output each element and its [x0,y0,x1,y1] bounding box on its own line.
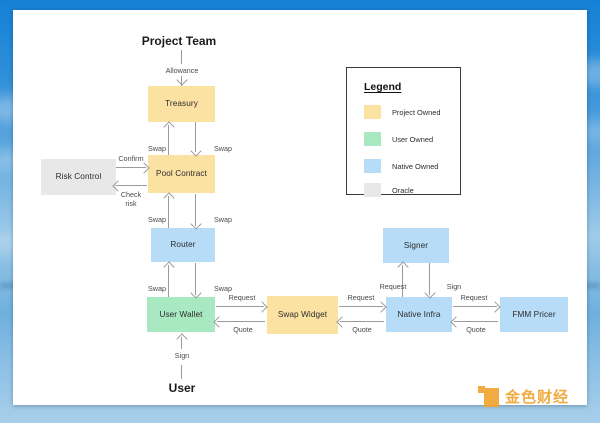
edge-signer-sign-line [429,263,430,295]
arrowhead-pricer-request-right [489,301,501,313]
edge-label-swap-treasury-down: Swap [214,144,232,153]
node-risk-control-label: Risk Control [55,172,102,182]
node-signer-label: Signer [403,240,429,250]
edge-label-request-wallet: Request [228,293,256,302]
legend-item-user-owned: User Owned [364,132,433,146]
edge-label-quote-pricer: Quote [466,325,486,334]
edge-pricer-request-line [453,306,497,307]
edge-label-swap-wallet-down: Swap [214,284,232,293]
edge-confirm-line [116,167,146,168]
legend-swatch-oracle [364,183,381,197]
edge-wallet-request-line [216,306,264,307]
edge-label-request-pricer: Request [460,293,488,302]
legend-label-project-owned: Project Owned [392,107,441,117]
legend-swatch-project-owned [364,105,381,119]
edge-infra-quote-line [340,321,384,322]
node-treasury-label: Treasury [165,99,198,109]
arrowhead-widget-request-right [375,301,387,313]
node-swap-widget[interactable]: Swap Widget [267,296,338,334]
legend-swatch-user-owned [364,132,381,146]
label-project-team: Project Team [141,34,217,48]
legend-item-project-owned: Project Owned [364,105,440,119]
node-pool-contract[interactable]: Pool Contract [148,155,215,193]
node-router-label: Router [170,240,196,250]
legend-label-oracle: Oracle [392,185,414,195]
node-user-wallet-label: User Wallet [159,309,203,319]
edge-wallet-swap-down-line [195,263,196,295]
edge-label-swap-router-down: Swap [214,215,232,224]
edge-signer-request-line [402,265,403,297]
legend-swatch-native-owned [364,159,381,173]
legend-label-user-owned: User Owned [392,134,434,144]
node-native-infra-label: Native Infra [397,309,441,319]
edge-label-swap-wallet-up: Swap [148,284,166,293]
edge-label-check-risk: Check risk [109,190,153,208]
edge-label-sign-signer: Sign [446,282,462,291]
edge-sign-user-line-bottom [181,365,182,379]
edge-label-request-widget: Request [347,293,375,302]
node-swap-widget-label: Swap Widget [277,310,328,320]
edge-router-swap-up-line [168,196,169,228]
edge-treasury-swap-down-line [195,122,196,152]
arrowhead-sign-user-up [176,333,188,345]
jinse-logo-icon [478,386,499,407]
arrowhead-allowance-down [176,74,188,86]
node-signer[interactable]: Signer [383,228,449,263]
node-router[interactable]: Router [151,228,215,262]
edge-allowance-line-top [181,50,182,64]
watermark-text: 金色财经 [505,388,570,406]
legend-item-native-owned: Native Owned [364,159,438,173]
legend-panel: Legend Project Owned User Owned Native O… [346,67,461,197]
edge-label-allowance: Allowance [165,66,199,75]
legend-label-native-owned: Native Owned [392,161,439,171]
arrowhead-treasury-swap-up [163,121,175,133]
edge-label-check-risk-line1: Check [120,190,142,199]
edge-label-swap-router-up: Swap [148,215,166,224]
node-user-wallet[interactable]: User Wallet [147,297,215,332]
edge-check-risk-line [116,185,147,186]
watermark: 金色财经 [478,386,569,407]
diagram-canvas: Project Team User Treasury Pool Contract… [13,10,587,405]
node-pool-contract-label: Pool Contract [156,169,207,179]
arrowhead-router-swap-up [163,192,175,204]
legend-item-oracle: Oracle [364,183,414,197]
edge-wallet-swap-up-line [168,265,169,297]
arrowhead-wallet-request-right [256,301,268,313]
edge-label-quote-widget: Quote [233,325,253,334]
edge-label-check-risk-line2: risk [125,199,137,208]
edge-label-confirm: Confirm [118,154,144,163]
edge-sign-user-line-top [181,337,182,349]
edge-label-request-signer: Request [379,282,407,291]
edge-treasury-swap-up-line [168,125,169,155]
node-native-infra[interactable]: Native Infra [386,297,452,332]
node-fmm-pricer[interactable]: FMM Pricer [500,297,568,332]
arrowhead-signer-request-up [397,261,409,273]
jinse-logo-square-small [478,386,485,393]
edge-router-swap-down-line [195,194,196,226]
arrowhead-wallet-swap-up [163,261,175,273]
edge-pricer-quote-line [454,321,498,322]
edge-allowance-line-bottom [181,76,182,86]
edge-widget-quote-line [217,321,265,322]
edge-label-quote-infra: Quote [352,325,372,334]
label-user: User [168,381,196,395]
edge-label-swap-treasury-up: Swap [148,144,166,153]
edge-label-sign-user: Sign [174,351,190,360]
node-risk-control[interactable]: Risk Control [41,159,116,195]
node-treasury[interactable]: Treasury [148,86,215,122]
legend-title: Legend [364,81,402,93]
edge-widget-request-line [339,306,383,307]
jinse-logo-square-big [484,388,499,407]
node-fmm-pricer-label: FMM Pricer [512,309,556,319]
